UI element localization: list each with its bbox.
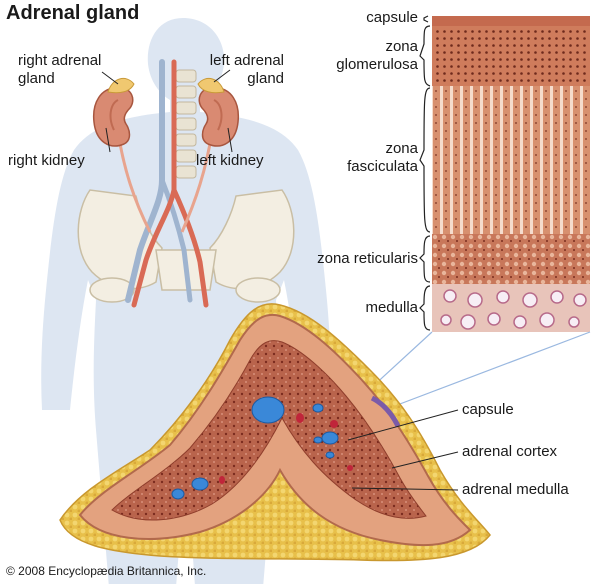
label-capsule-top: capsule [330,9,418,27]
zone-braces [420,16,430,330]
glomerulosa-layer [432,26,590,86]
copyright-notice: © 2008 Encyclopædia Britannica, Inc. [6,564,206,578]
label-left-adrenal-gland-line1: left adrenal [190,52,284,70]
label-zona-glomerulosa-line1: zona [320,38,418,56]
reticularis-layer [432,234,590,284]
label-right-kidney: right kidney [8,152,85,170]
label-zona-glomerulosa: zona glomerulosa [320,38,418,74]
tissue-section [432,16,590,332]
label-zona-glomerulosa-line2: glomerulosa [320,56,418,74]
label-medulla: medulla [330,299,418,317]
label-adrenal-medulla: adrenal medulla [462,481,569,499]
capsule-layer [432,16,590,26]
label-zona-fasciculata-line1: zona [320,140,418,158]
label-adrenal-cortex: adrenal cortex [462,443,557,461]
medulla-layer [432,284,590,332]
fasciculata-layer [432,86,590,234]
label-capsule: capsule [462,401,514,419]
label-left-kidney: left kidney [196,152,264,170]
right-adrenal-gland-shape [108,78,134,92]
diagram-title: Adrenal gland [6,2,139,25]
label-left-adrenal-gland-line2: gland [190,70,284,88]
right-kidney [94,88,133,146]
label-zona-reticularis: zona reticularis [270,250,418,268]
label-zona-fasciculata: zona fasciculata [320,140,418,176]
label-right-adrenal-gland: right adrenal gland [18,52,101,88]
label-left-adrenal-gland: left adrenal gland [190,52,284,88]
label-right-adrenal-gland-line2: gland [18,70,101,88]
label-right-adrenal-gland-line1: right adrenal [18,52,101,70]
label-zona-fasciculata-line2: fasciculata [320,158,418,176]
